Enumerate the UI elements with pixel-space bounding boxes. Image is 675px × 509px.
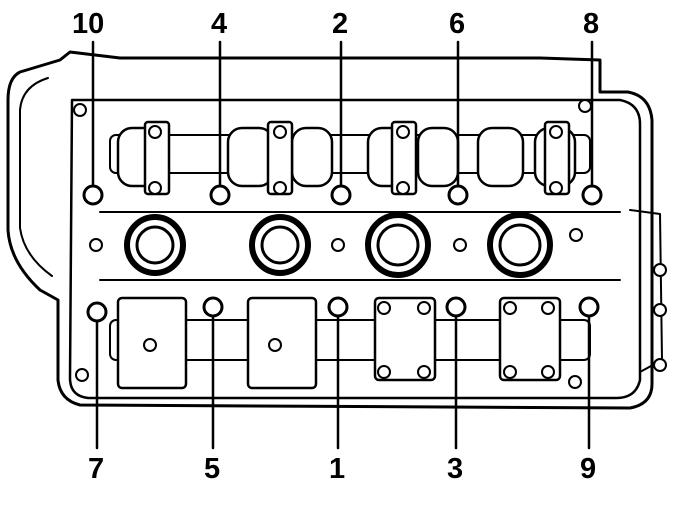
plug-seal-2 — [252, 217, 308, 273]
lower-bearing-blocks — [118, 298, 560, 388]
center-rail — [100, 212, 620, 280]
bolt-4 — [211, 186, 229, 204]
head-outline — [8, 52, 652, 408]
head-outline-inner — [20, 78, 52, 276]
bolt-label-7: 7 — [88, 453, 105, 485]
bolt-5 — [204, 298, 222, 316]
bolt-7 — [88, 303, 106, 321]
gasket-rim — [70, 100, 640, 398]
bolt-label-2: 2 — [332, 8, 349, 40]
bolt-9 — [580, 298, 598, 316]
plug-seal-4 — [490, 215, 550, 275]
cap-nuts — [74, 100, 666, 388]
head-bolts — [84, 186, 601, 321]
bolt-label-8: 8 — [583, 8, 600, 40]
bolt-label-9: 9 — [580, 453, 597, 485]
lower-block-holes — [144, 339, 281, 351]
plug-seal-1 — [127, 217, 183, 273]
leader-lines — [93, 42, 592, 448]
plug-seal-3 — [368, 215, 428, 275]
upper-cam-lobes — [118, 128, 575, 186]
bolt-label-4: 4 — [211, 8, 228, 40]
bolt-2 — [332, 186, 350, 204]
bolt-3 — [447, 298, 465, 316]
bolt-10 — [84, 186, 102, 204]
upper-camshaft — [110, 135, 590, 173]
bolt-6 — [449, 186, 467, 204]
bolt-label-3: 3 — [447, 453, 464, 485]
bolt-label-1: 1 — [329, 453, 346, 485]
bolt-8 — [583, 186, 601, 204]
bolt-label-5: 5 — [204, 453, 221, 485]
bolt-label-6: 6 — [449, 8, 466, 40]
bolt-1 — [329, 298, 347, 316]
upper-bearing-caps — [145, 122, 569, 194]
bolt-label-10: 10 — [72, 8, 105, 40]
timing-cover-edge — [630, 210, 662, 372]
